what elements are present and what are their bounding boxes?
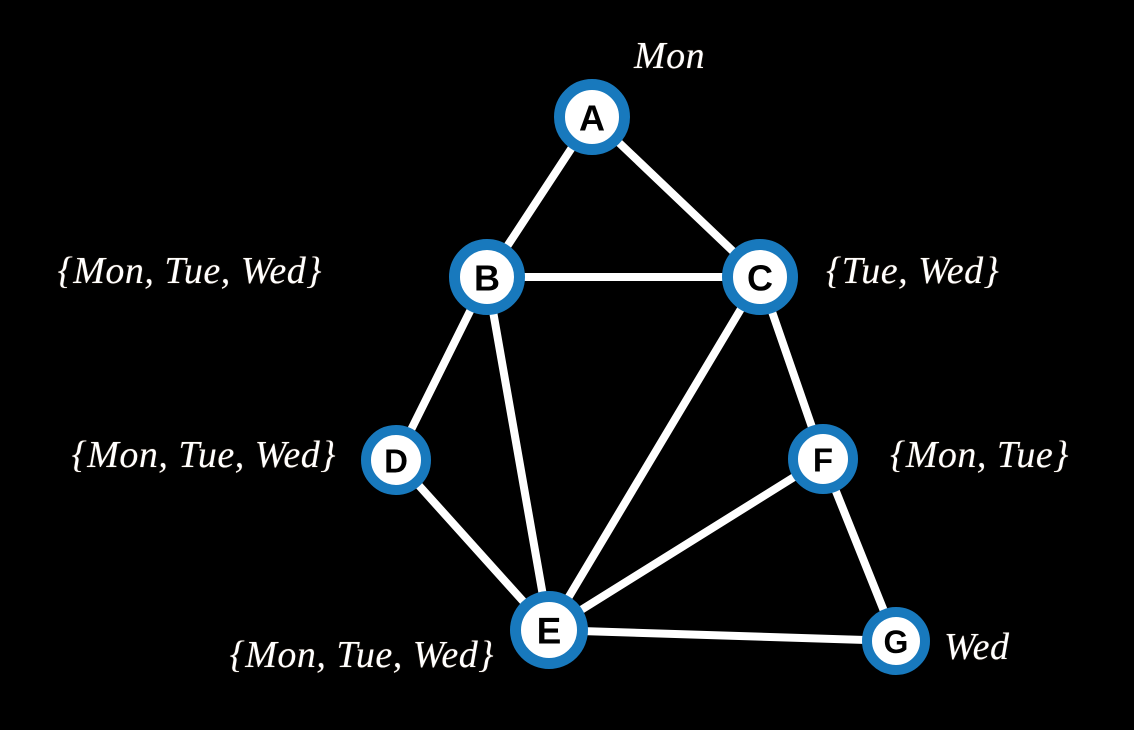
node-c-circle xyxy=(722,239,798,315)
node-a[interactable]: A xyxy=(554,79,630,155)
edge-b-e xyxy=(483,273,553,634)
node-g-circle xyxy=(862,607,930,675)
node-c[interactable]: C xyxy=(722,239,798,315)
edge-c-e xyxy=(545,273,764,634)
node-f[interactable]: F xyxy=(788,424,858,494)
node-e-circle xyxy=(510,591,588,669)
node-c-domain-label: {Tue, Wed} xyxy=(826,250,1000,292)
node-e[interactable]: E xyxy=(510,591,588,669)
node-f-domain-label: {Mon, Tue} xyxy=(890,434,1069,476)
node-d-circle xyxy=(361,425,431,495)
node-b-circle xyxy=(449,239,525,315)
node-a-domain-label: Mon xyxy=(634,35,706,77)
node-b-label: B xyxy=(474,258,500,299)
node-g-domain-label: Wed xyxy=(944,626,1010,668)
node-e-label: E xyxy=(537,611,562,652)
node-g[interactable]: G xyxy=(862,607,930,675)
node-b[interactable]: B xyxy=(449,239,525,315)
node-d-domain-label: {Mon, Tue, Wed} xyxy=(71,434,336,476)
node-e-domain-label: {Mon, Tue, Wed} xyxy=(229,634,494,676)
edge-a-c xyxy=(588,113,764,281)
node-b-domain-label: {Mon, Tue, Wed} xyxy=(57,250,322,292)
edge-e-f xyxy=(545,455,827,634)
node-f-circle xyxy=(788,424,858,494)
edges-group xyxy=(392,113,900,645)
node-c-label: C xyxy=(747,258,773,299)
node-a-circle xyxy=(554,79,630,155)
node-d[interactable]: D xyxy=(361,425,431,495)
node-d-label: D xyxy=(384,443,408,480)
edge-e-g xyxy=(545,626,900,645)
node-a-label: A xyxy=(579,98,605,139)
nodes-group: A B C D E F G xyxy=(361,79,930,675)
node-g-label: G xyxy=(884,624,909,660)
node-f-label: F xyxy=(813,442,833,479)
